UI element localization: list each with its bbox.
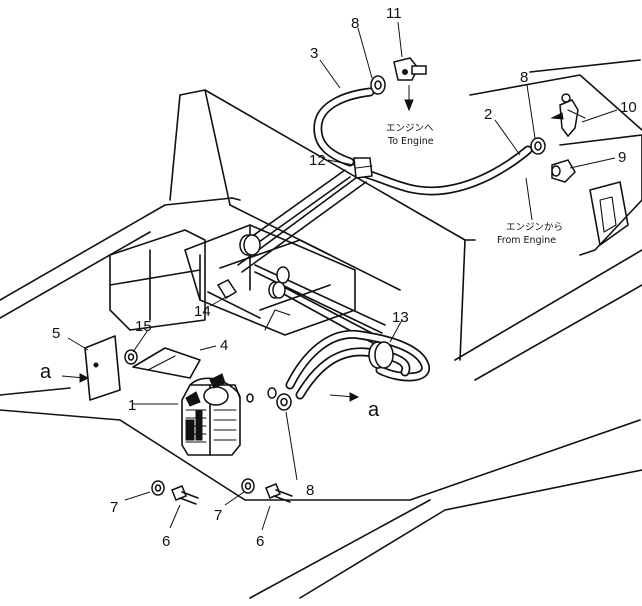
callout-11: 11: [386, 5, 402, 22]
callout-2: 2: [484, 106, 492, 123]
callout-8c: 8: [306, 482, 314, 499]
callout-8b: 8: [520, 69, 528, 86]
callout-labels: 1 2 3 4 5 6 6 7 7 8 8 8 9 10 11 12 13 14…: [40, 5, 637, 550]
engine-notes: エンジンへ To Engine エンジンから From Engine: [386, 123, 563, 246]
callout-5: 5: [52, 325, 60, 342]
callout-7a: 7: [110, 499, 118, 516]
callout-15: 15: [135, 318, 152, 335]
callout-7b: 7: [214, 507, 222, 524]
callout-9: 9: [618, 149, 626, 166]
callout-6a: 6: [162, 533, 170, 550]
fittings: [216, 57, 586, 369]
callout-8a: 8: [351, 15, 359, 32]
callout-13: 13: [392, 309, 409, 326]
note-to-engine-jp: エンジンへ: [386, 123, 434, 134]
leader-lines: [61, 21, 618, 531]
section-marker-a-left: a: [40, 361, 52, 383]
callout-10: 10: [620, 99, 637, 116]
note-from-engine-en: From Engine: [497, 235, 556, 246]
callout-12: 12: [309, 152, 326, 169]
heater-unit: [84, 335, 293, 505]
section-marker-a-right: a: [368, 399, 380, 421]
callout-1: 1: [128, 397, 136, 414]
heater-pipes: [237, 87, 533, 400]
note-to-engine-en: To Engine: [387, 136, 434, 147]
callout-14: 14: [194, 303, 211, 320]
note-from-engine-jp: エンジンから: [506, 222, 563, 233]
callout-6b: 6: [256, 533, 264, 550]
callout-4: 4: [220, 337, 228, 354]
callout-3: 3: [310, 45, 318, 62]
